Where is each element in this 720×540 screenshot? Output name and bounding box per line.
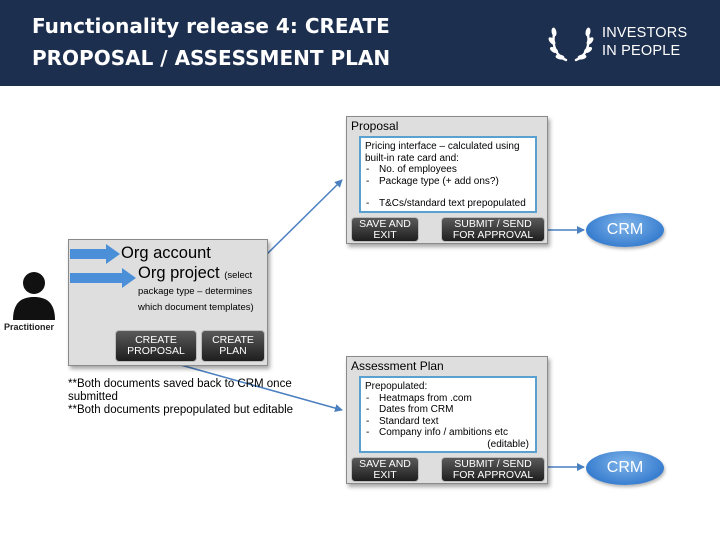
practitioner-label: Practitioner bbox=[4, 322, 55, 332]
org-project-block: Org project (select package type – deter… bbox=[138, 265, 266, 313]
proposal-box: Proposal Pricing interface – calculated … bbox=[346, 116, 548, 244]
person-icon bbox=[13, 272, 55, 320]
save-exit-line-2: EXIT bbox=[373, 468, 397, 481]
crm-node-assessment: CRM bbox=[586, 451, 664, 485]
org-project-arrow-icon bbox=[70, 268, 136, 288]
save-exit-line-2: EXIT bbox=[373, 228, 397, 241]
submit-line-2: FOR APPROVAL bbox=[452, 228, 534, 241]
proposal-save-exit-button[interactable]: SAVE AND EXIT bbox=[351, 217, 419, 242]
laurel-icon bbox=[548, 27, 594, 62]
create-proposal-line-1: CREATE bbox=[135, 334, 177, 346]
assessment-content: Prepopulated: Heatmaps from .com Dates f… bbox=[359, 376, 537, 453]
header-bar: Functionality release 4: CREATE PROPOSAL… bbox=[0, 0, 720, 86]
create-plan-line-2: PLAN bbox=[219, 345, 247, 357]
create-plan-line-1: CREATE bbox=[212, 334, 254, 346]
proposal-content: Pricing interface – calculated using bui… bbox=[359, 136, 537, 213]
assessment-item: Dates from CRM bbox=[365, 404, 531, 416]
submit-line-1: SUBMIT / SEND bbox=[454, 217, 532, 230]
note-2: **Both documents prepopulated but editab… bbox=[68, 404, 294, 416]
assessment-item: Heatmaps from .com bbox=[365, 393, 531, 405]
note-1: **Both documents saved back to CRM once … bbox=[68, 378, 292, 403]
proposal-title: Proposal bbox=[351, 119, 399, 133]
connector-to-assessment bbox=[169, 361, 343, 412]
org-account-label: Org account bbox=[121, 244, 211, 262]
org-project-label: Org project bbox=[138, 264, 220, 282]
assessment-item: Company info / ambitions etc bbox=[365, 427, 531, 439]
assessment-submit-button[interactable]: SUBMIT / SEND FOR APPROVAL bbox=[441, 457, 545, 482]
assessment-save-exit-button[interactable]: SAVE AND EXIT bbox=[351, 457, 419, 482]
slide-title: Functionality release 4: CREATE PROPOSAL… bbox=[32, 10, 512, 74]
logo-line-2: IN PEOPLE bbox=[602, 43, 681, 59]
crm-node-proposal: CRM bbox=[586, 213, 664, 247]
logo-text: INVESTORS IN PEOPLE bbox=[602, 24, 687, 60]
assessment-editable: (editable) bbox=[487, 438, 529, 450]
assessment-plan-box: Assessment Plan Prepopulated: Heatmaps f… bbox=[346, 356, 548, 484]
submit-line-1: SUBMIT / SEND bbox=[454, 457, 532, 470]
proposal-submit-button[interactable]: SUBMIT / SEND FOR APPROVAL bbox=[441, 217, 545, 242]
submit-line-2: FOR APPROVAL bbox=[452, 468, 534, 481]
investors-in-people-logo: INVESTORS IN PEOPLE bbox=[548, 20, 698, 64]
save-exit-line-1: SAVE AND bbox=[359, 217, 411, 230]
org-account-arrow-icon bbox=[70, 244, 120, 264]
org-project-note: (select package type – determines which … bbox=[138, 270, 254, 313]
proposal-item: Package type (+ add ons?) bbox=[365, 176, 531, 188]
create-plan-button[interactable]: CREATE PLAN bbox=[201, 330, 265, 362]
proposal-item: No. of employees bbox=[365, 164, 531, 176]
title-line-1: Functionality release 4: CREATE bbox=[32, 14, 390, 38]
logo-line-1: INVESTORS bbox=[602, 25, 688, 41]
assessment-intro: Prepopulated: bbox=[365, 381, 428, 392]
save-exit-line-1: SAVE AND bbox=[359, 457, 411, 470]
create-proposal-line-2: PROPOSAL bbox=[127, 345, 185, 357]
proposal-intro: Pricing interface – calculated using bui… bbox=[365, 141, 520, 164]
create-proposal-button[interactable]: CREATE PROPOSAL bbox=[115, 330, 197, 362]
assessment-title: Assessment Plan bbox=[351, 359, 444, 373]
assessment-item: Standard text bbox=[365, 416, 531, 428]
title-line-2: PROPOSAL / ASSESSMENT PLAN bbox=[32, 46, 391, 70]
notes: **Both documents saved back to CRM once … bbox=[68, 378, 298, 417]
proposal-extra: T&Cs/standard text prepopulated bbox=[365, 198, 531, 210]
